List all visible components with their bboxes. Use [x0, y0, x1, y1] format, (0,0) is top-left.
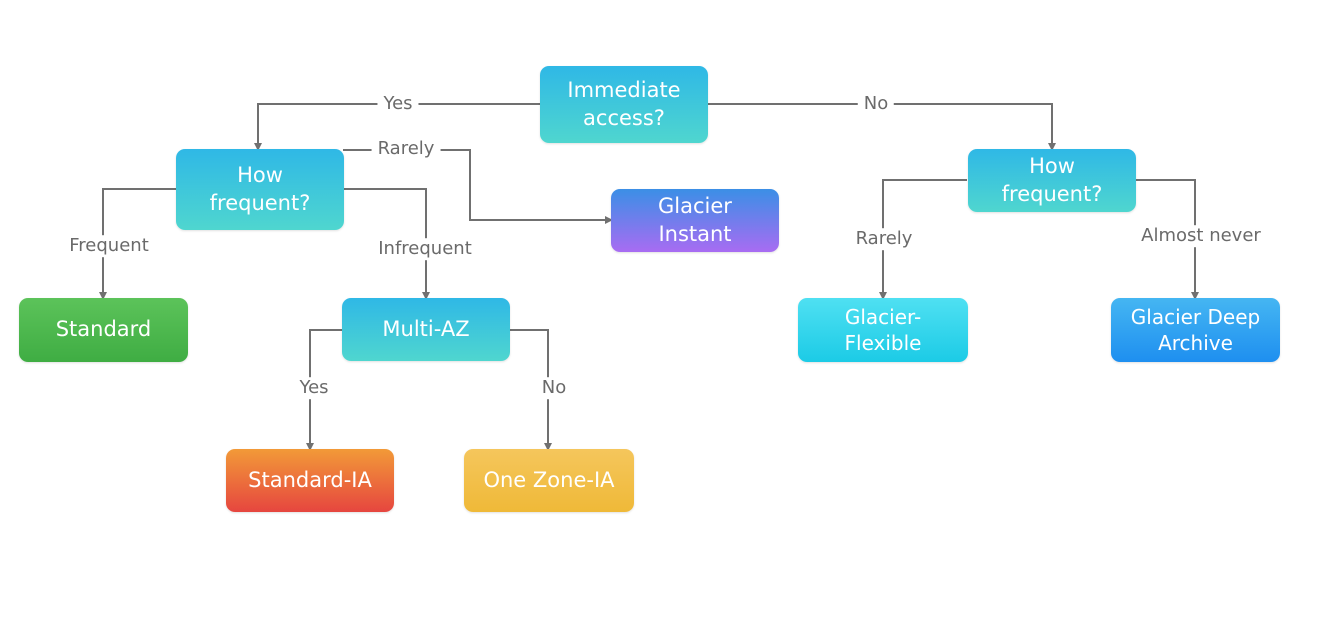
- connector-frequent: [99, 188, 176, 300]
- node-one-zone-ia: One Zone-IA: [464, 449, 634, 512]
- node-multi-az-label: Multi-AZ: [382, 316, 470, 341]
- node-glacier-instant-label: Glacier Instant: [658, 194, 732, 246]
- connector-yes-top: [254, 103, 540, 151]
- node-immediate-access: Immediate access?: [540, 66, 708, 143]
- connector-infrequent: [343, 188, 430, 300]
- node-how-frequent-left-label: How frequent?: [209, 163, 311, 215]
- node-glacier-deep-archive-label: Glacier Deep Archive: [1130, 305, 1261, 355]
- node-glacier-flexible-label: Glacier- Flexible: [844, 305, 922, 355]
- connector-no-bottom: [509, 329, 552, 451]
- edge-label-infrequent: Infrequent: [372, 238, 478, 260]
- node-standard-ia: Standard-IA: [226, 449, 394, 512]
- node-standard: Standard: [19, 298, 188, 362]
- connector-rarely-right: [879, 179, 967, 300]
- edge-label-no-top: No: [857, 93, 895, 115]
- edge-label-frequent: Frequent: [63, 235, 155, 257]
- connector-almost-never: [1135, 179, 1199, 300]
- node-how-frequent-left: How frequent?: [176, 149, 344, 230]
- connector-rarely-left: [343, 149, 613, 224]
- edge-label-no-bottom: No: [535, 377, 573, 399]
- edge-label-almost-never: Almost never: [1135, 225, 1267, 247]
- node-one-zone-ia-label: One Zone-IA: [483, 467, 615, 492]
- node-how-frequent-right-label: How frequent?: [1001, 154, 1103, 206]
- node-glacier-flexible: Glacier- Flexible: [798, 298, 968, 362]
- connector-no-top: [707, 103, 1056, 151]
- connector-yes-bottom: [306, 329, 342, 451]
- node-standard-ia-label: Standard-IA: [248, 467, 372, 492]
- node-multi-az: Multi-AZ: [342, 298, 510, 361]
- node-immediate-access-label: Immediate access?: [567, 78, 681, 130]
- node-glacier-instant: Glacier Instant: [611, 189, 779, 252]
- edge-label-yes-bottom: Yes: [293, 377, 335, 399]
- node-glacier-deep-archive: Glacier Deep Archive: [1111, 298, 1280, 362]
- edge-label-rarely-left: Rarely: [371, 138, 441, 160]
- node-how-frequent-right: How frequent?: [968, 149, 1136, 212]
- node-standard-label: Standard: [55, 317, 152, 342]
- edge-label-rarely-right: Rarely: [849, 228, 919, 250]
- edge-label-yes-top: Yes: [377, 93, 419, 115]
